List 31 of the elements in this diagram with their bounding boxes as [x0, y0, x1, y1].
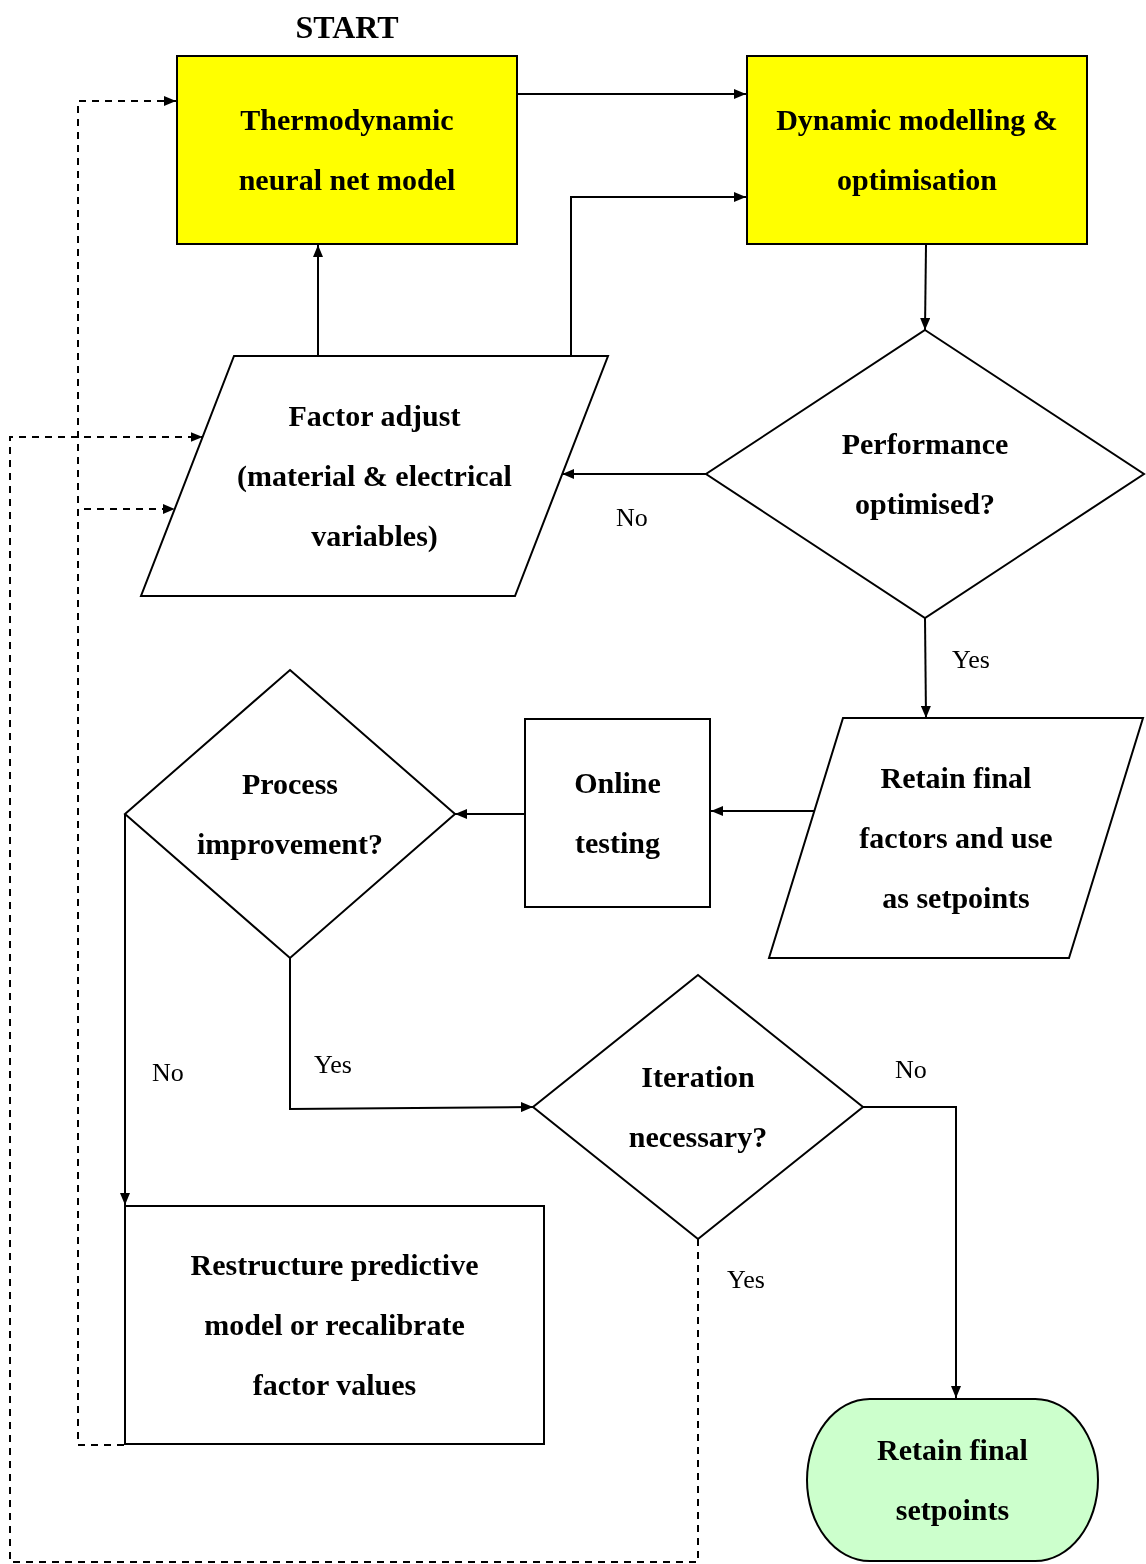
dashed-arrow: [9, 432, 699, 1563]
node-label: Iteration necessary?: [627, 1059, 769, 1155]
arrow: [862, 1106, 961, 1399]
arrow: [454, 809, 525, 819]
node-label: Restructure predictive model or recalibrate factor values: [189, 1247, 480, 1403]
arrow: [517, 89, 747, 99]
arrow: [920, 617, 931, 719]
data-parallelogram: [769, 718, 1143, 958]
decision-diamond: [533, 975, 863, 1239]
arrow: [120, 813, 130, 1206]
node-label: Performance optimised?: [840, 426, 1010, 522]
node-label: Retain final factors and use as setpoints: [859, 760, 1053, 916]
process-box: [124, 1205, 545, 1445]
arrow: [289, 957, 534, 1113]
node-label: Factor adjust: [288, 398, 461, 434]
node-label: Online testing: [573, 765, 662, 861]
arrow: [920, 244, 931, 331]
arrow: [313, 244, 323, 357]
arrow: [570, 192, 747, 357]
data-parallelogram: [141, 356, 608, 596]
start-label: START: [295, 8, 399, 47]
arrow: [561, 469, 707, 479]
process-box: [746, 55, 1088, 245]
decision-diamond: [125, 670, 455, 958]
node-label: Process improvement?: [195, 766, 385, 862]
node-label: Retain final setpoints: [876, 1432, 1029, 1528]
node-label: Dynamic modelling & optimisation: [775, 102, 1059, 198]
decision-diamond: [706, 330, 1144, 618]
node-label: (material & electrical variables): [236, 458, 513, 554]
node-label: Thermodynamic neural net model: [237, 102, 457, 198]
process-box: [524, 718, 711, 908]
